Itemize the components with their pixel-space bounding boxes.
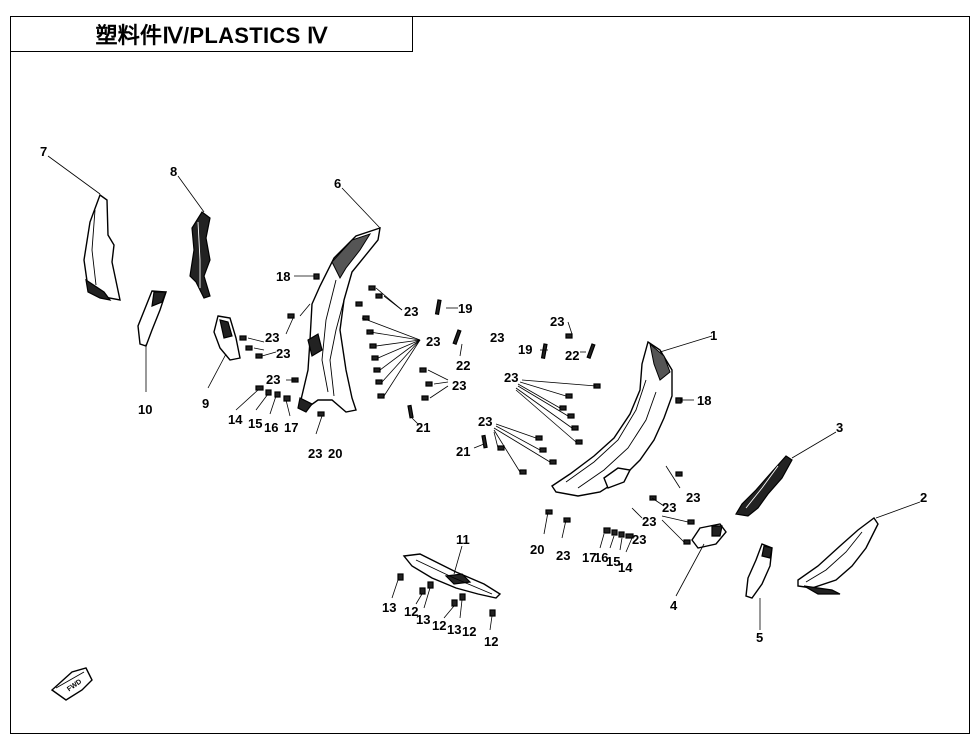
callout-9: 9 [202, 396, 209, 411]
callout-8: 8 [170, 164, 177, 179]
callout-18: 18 [697, 393, 711, 408]
callout-23: 23 [550, 314, 564, 329]
callout-21: 21 [456, 444, 470, 459]
callout-23: 23 [452, 378, 466, 393]
fasteners-23-right [493, 321, 695, 545]
callout-17: 17 [582, 550, 596, 565]
part-9-bracket [213, 315, 241, 361]
callout-22: 22 [565, 348, 579, 363]
part-4-bracket [691, 523, 727, 549]
callout-14: 14 [618, 560, 633, 575]
callout-12: 12 [462, 624, 476, 639]
callout-11: 11 [456, 532, 470, 547]
callout-3: 3 [836, 420, 843, 435]
callout-16: 16 [594, 550, 608, 565]
callout-15: 15 [248, 416, 262, 431]
callout-15: 15 [606, 554, 620, 569]
callout-23: 23 [662, 500, 676, 515]
callout-23: 23 [490, 330, 504, 345]
part-10-small-cover [137, 290, 167, 347]
part-1-right-main-panel [551, 340, 673, 497]
callout-18: 18 [276, 269, 290, 284]
callout-23: 23 [556, 548, 570, 563]
title-block: 塑料件Ⅳ/PLASTICS Ⅳ [10, 16, 413, 52]
fwd-arrow-icon: FWD [50, 667, 93, 701]
callout-7: 7 [40, 144, 47, 159]
small-hardware [235, 273, 694, 631]
callout-17: 17 [284, 420, 298, 435]
page-title: 塑料件Ⅳ/PLASTICS Ⅳ [95, 23, 328, 48]
callout-19: 19 [458, 301, 472, 316]
part-3-right-upper-trim [735, 455, 793, 517]
callout-23: 23 [504, 370, 518, 385]
callout-4: 4 [670, 598, 678, 613]
leader-lines [47, 155, 921, 630]
callout-21: 21 [416, 420, 430, 435]
callout-23: 23 [478, 414, 492, 429]
callout-20: 20 [328, 446, 342, 461]
callout-23: 23 [426, 334, 440, 349]
callout-5: 5 [756, 630, 763, 645]
callout-23: 23 [404, 304, 418, 319]
part-2-right-side-panel [797, 516, 879, 595]
callout-13: 13 [416, 612, 430, 627]
callout-23: 23 [266, 372, 280, 387]
callout-22: 22 [456, 358, 470, 373]
callout-12: 12 [484, 634, 498, 649]
callout-2: 2 [920, 490, 927, 505]
callout-23: 23 [265, 330, 279, 345]
callout-23: 23 [686, 490, 700, 505]
callout-13: 13 [447, 622, 461, 637]
drawing-frame [10, 16, 970, 734]
callout-19: 19 [518, 342, 532, 357]
callout-20: 20 [530, 542, 544, 557]
callout-12: 12 [404, 604, 418, 619]
callout-6: 6 [334, 176, 341, 191]
part-6-left-main-panel [297, 226, 381, 413]
callout-labels: 7 8 6 18 23 19 23 23 22 23 21 23 23 23 1… [40, 144, 927, 649]
part-7-left-side-panel [83, 193, 121, 301]
callout-23: 23 [308, 446, 322, 461]
callout-23: 23 [642, 514, 656, 529]
callout-1: 1 [710, 328, 717, 343]
callout-13: 13 [382, 600, 396, 615]
callout-14: 14 [228, 412, 243, 427]
part-11-skid-plate [402, 553, 502, 599]
callout-12: 12 [432, 618, 446, 633]
callout-23: 23 [276, 346, 290, 361]
part-5-small-cover [745, 543, 773, 599]
callout-23: 23 [632, 532, 646, 547]
fasteners-23-left [239, 285, 449, 435]
callout-16: 16 [264, 420, 278, 435]
callout-10: 10 [138, 402, 152, 417]
part-8-left-upper-trim [189, 211, 211, 299]
